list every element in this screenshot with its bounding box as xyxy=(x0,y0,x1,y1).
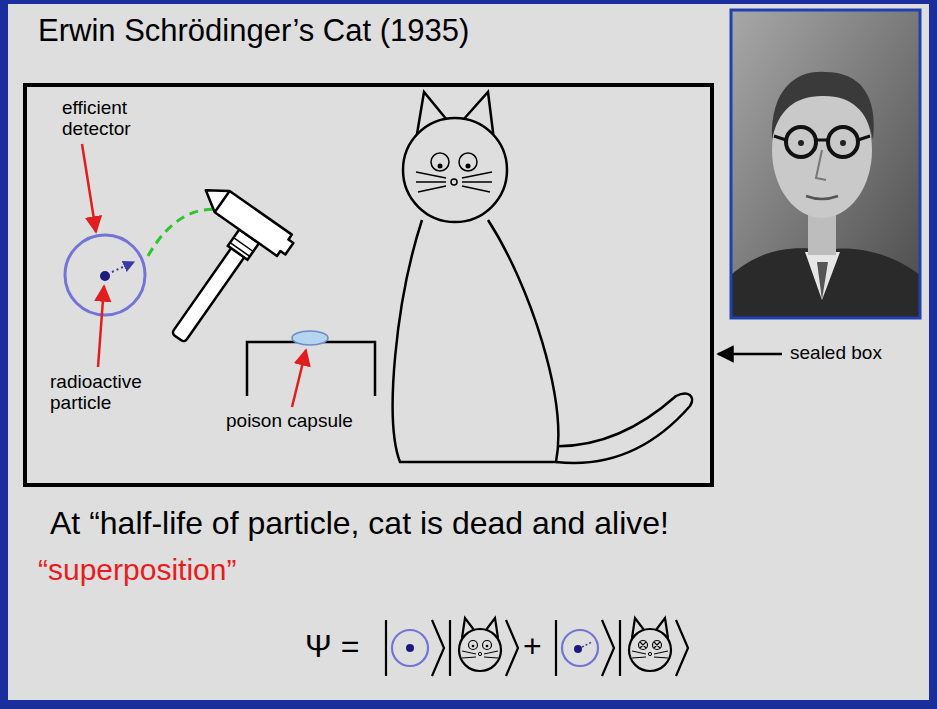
equation-operator: + xyxy=(523,629,542,664)
detector-symbol-part xyxy=(100,271,110,281)
portrait-photo-part xyxy=(805,252,840,300)
ket-notation-part xyxy=(469,641,478,650)
portrait-photo-part xyxy=(731,10,920,318)
portrait-photo-part xyxy=(731,248,920,318)
table-and-capsule-part xyxy=(292,331,328,345)
portrait-photo-part xyxy=(772,72,874,140)
leader-arrows xyxy=(82,144,782,407)
leader-arrows-part xyxy=(82,144,96,232)
portrait-photo-part xyxy=(798,140,804,146)
part-label: poison capsule xyxy=(226,411,353,432)
ket-notation-part xyxy=(406,644,414,652)
table-and-capsule-part xyxy=(247,342,375,396)
cat-figure-part xyxy=(431,153,449,171)
ket-notation-part xyxy=(462,651,498,658)
cat-figure-part xyxy=(416,172,446,192)
portrait-photo-part xyxy=(828,127,858,157)
detector-symbol xyxy=(65,235,145,315)
portrait-photo-part xyxy=(774,136,786,140)
portrait-photo-part xyxy=(816,139,828,142)
ket-notation-part xyxy=(629,629,671,671)
cat-figure-part xyxy=(451,179,457,185)
ket-notation-part xyxy=(562,630,598,666)
ket-notation-part xyxy=(582,642,592,647)
portrait-photo-part xyxy=(840,140,846,146)
ket-notation-part xyxy=(385,620,387,676)
ket-notation-part xyxy=(483,641,492,650)
leader-arrows-part xyxy=(98,286,104,367)
portrait-photo xyxy=(731,10,920,318)
portrait-photo-part xyxy=(786,127,816,157)
portrait-photo-part xyxy=(816,150,826,180)
hammer-symbol-part xyxy=(230,243,250,257)
detector-symbol-part xyxy=(112,262,134,272)
sealed-box-outline xyxy=(25,85,712,485)
cat-figure-part xyxy=(393,220,558,462)
cat-figure-part xyxy=(552,394,692,463)
ket-notation xyxy=(386,618,688,676)
ket-notation-part xyxy=(392,630,428,666)
leader-arrows-part xyxy=(292,350,306,407)
cat-figure xyxy=(393,92,692,463)
statement-text: At “half-life of particle, cat is dead a… xyxy=(50,506,669,541)
part-label: sealed box xyxy=(790,343,882,364)
term-label: “superposition” xyxy=(38,553,236,586)
part-label: radioactive particle xyxy=(50,372,162,414)
hammer-symbol xyxy=(127,180,297,361)
portrait-photo-part xyxy=(858,136,870,140)
ket-notation-part xyxy=(472,645,475,648)
hammer-symbol-part xyxy=(198,180,296,260)
cat-figure-part xyxy=(438,164,443,169)
ket-notation-part xyxy=(449,620,451,676)
part-label: efficient detector xyxy=(62,98,152,140)
slide-title: Erwin Schrödinger’s Cat (1935) xyxy=(38,14,469,48)
detector-symbol-part xyxy=(65,235,145,315)
portrait-photo-part xyxy=(817,262,828,300)
table-and-capsule xyxy=(247,331,375,396)
portrait-photo-part xyxy=(806,196,838,199)
slide-panel xyxy=(8,4,929,700)
ket-notation-part xyxy=(555,620,557,676)
ket-notation-part xyxy=(602,620,614,676)
ket-notation-part xyxy=(478,652,481,655)
cat-figure-part xyxy=(466,164,471,169)
portrait-photo-part xyxy=(731,10,920,318)
leader-arrows-part xyxy=(718,353,782,356)
cat-figure-part xyxy=(462,172,492,192)
ket-notation-part xyxy=(486,645,489,648)
ket-notation-part xyxy=(506,620,518,676)
ket-notation-part xyxy=(574,645,582,653)
cat-figure-part xyxy=(459,153,477,171)
ket-notation-part xyxy=(459,629,501,671)
equation-text: Ψ = xyxy=(305,629,359,664)
ket-notation-part xyxy=(648,652,651,655)
ket-notation-part xyxy=(640,642,660,648)
hammer-symbol-part xyxy=(234,238,254,252)
ket-notation-part xyxy=(619,620,621,676)
ket-notation-part xyxy=(432,620,444,676)
ket-notation-part xyxy=(632,651,668,658)
ket-notation-part xyxy=(676,620,688,676)
cat-figure-part xyxy=(403,118,507,222)
